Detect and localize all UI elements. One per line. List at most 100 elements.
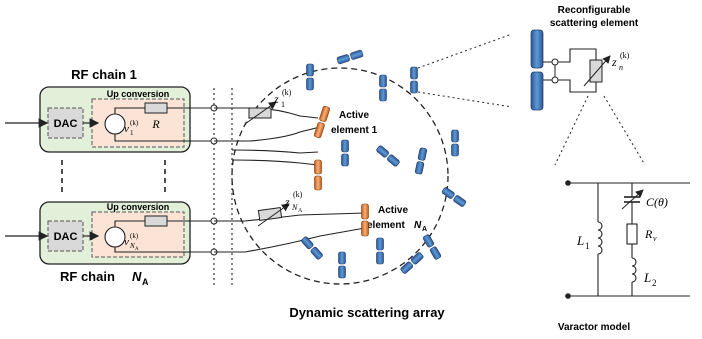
up-conversion-box-na bbox=[91, 211, 185, 258]
scattering-element bbox=[376, 145, 400, 167]
svg-text:N: N bbox=[132, 269, 142, 284]
varactor-model: L 1 C(θ) R v L 2 Varactor model bbox=[558, 180, 690, 333]
svg-text:(k): (k) bbox=[620, 51, 630, 60]
feed-line-na-bottom bbox=[214, 227, 366, 253]
zoom-line-varactor-left bbox=[554, 95, 589, 166]
dipole-arm-bottom bbox=[530, 71, 544, 111]
svg-text:L: L bbox=[576, 233, 584, 248]
impedance-zna bbox=[257, 206, 283, 222]
zoom-line-varactor-right bbox=[603, 95, 646, 166]
svg-text:z: z bbox=[611, 55, 617, 69]
active-element-1-label: Active element 1 bbox=[331, 110, 378, 136]
svg-text:element 1: element 1 bbox=[331, 125, 378, 136]
active-element-na bbox=[361, 203, 369, 237]
svg-text:RF chain: RF chain bbox=[60, 269, 115, 284]
terminal-top bbox=[565, 180, 571, 186]
resistor-r-label-1: R bbox=[151, 117, 160, 131]
svg-text:1: 1 bbox=[585, 241, 590, 251]
svg-text:(k): (k) bbox=[293, 190, 303, 199]
scattering-element bbox=[422, 234, 442, 260]
scattering-element bbox=[376, 237, 384, 265]
svg-text:A: A bbox=[422, 226, 427, 233]
svg-text:(k): (k) bbox=[282, 88, 292, 97]
svg-text:(k): (k) bbox=[130, 232, 139, 240]
scattering-element bbox=[301, 236, 323, 260]
scattering-element bbox=[341, 139, 349, 167]
resistor-rv-label: R v bbox=[644, 227, 657, 243]
svg-text:1: 1 bbox=[130, 129, 134, 137]
svg-text:2: 2 bbox=[652, 278, 657, 288]
svg-text:v: v bbox=[124, 236, 129, 248]
feed-line-1-bottom bbox=[214, 126, 321, 142]
zoom-line-bottom bbox=[417, 91, 513, 108]
svg-text:A: A bbox=[142, 277, 149, 287]
active-element-na-label: Active element N A bbox=[367, 205, 427, 233]
svg-text:A: A bbox=[298, 208, 303, 214]
active-element-1 bbox=[313, 105, 331, 139]
dac-label-na: DAC bbox=[54, 231, 78, 243]
svg-text:N: N bbox=[414, 220, 422, 231]
svg-text:n: n bbox=[619, 63, 623, 72]
inductor-l1 bbox=[597, 221, 603, 255]
scattering-element bbox=[338, 251, 346, 279]
resistor-1 bbox=[144, 102, 168, 114]
svg-text:v: v bbox=[653, 234, 657, 243]
feed-line-na-top bbox=[214, 212, 366, 222]
scattering-element bbox=[336, 49, 364, 65]
scattering-element bbox=[441, 187, 467, 207]
scattering-element bbox=[306, 63, 314, 91]
dac-block-1 bbox=[47, 107, 84, 139]
svg-text:L: L bbox=[643, 270, 651, 285]
voltage-source-1 bbox=[104, 113, 126, 135]
source-v1-label: v 1 (k) bbox=[124, 119, 139, 137]
tunable-impedance-zn bbox=[589, 59, 603, 83]
svg-text:Active: Active bbox=[339, 110, 369, 121]
resistor-na bbox=[144, 215, 168, 227]
dynamic-scattering-array-boundary bbox=[231, 67, 449, 285]
up-conversion-label-na: Up conversion bbox=[107, 202, 170, 212]
svg-text:Active: Active bbox=[378, 205, 408, 216]
rf-chain-1: RF chain 1 Up conversion DAC R v 1 (k) bbox=[5, 67, 214, 153]
feed-line-mid-top bbox=[231, 149, 319, 154]
impedance-zn-label: z n (k) bbox=[611, 51, 630, 72]
rf-chain-na: Up conversion DAC v N A (k) RF chain N A bbox=[5, 201, 214, 287]
reconfigurable-label-line2: scattering element bbox=[550, 18, 639, 29]
scattering-element bbox=[414, 147, 428, 175]
svg-text:(k): (k) bbox=[130, 119, 139, 127]
dac-label-1: DAC bbox=[54, 118, 78, 130]
scattering-element bbox=[379, 74, 387, 102]
reconfigurable-label-line1: Reconfigurable bbox=[558, 5, 631, 16]
source-vna-label: v N A (k) bbox=[124, 232, 139, 252]
varactor-model-label: Varactor model bbox=[558, 322, 630, 333]
rf-chain-na-label: RF chain N A bbox=[60, 269, 149, 287]
svg-text:1: 1 bbox=[281, 100, 285, 109]
dipole-arm-top bbox=[530, 29, 544, 69]
svg-text:N: N bbox=[129, 242, 135, 250]
capacitor-c-theta-label: C(θ) bbox=[646, 195, 668, 209]
svg-text:z: z bbox=[284, 195, 290, 209]
svg-text:v: v bbox=[124, 123, 129, 135]
voltage-source-na bbox=[104, 226, 126, 248]
inductor-l2 bbox=[631, 257, 637, 283]
active-element-mid bbox=[314, 159, 322, 191]
inductor-l1-label: L 1 bbox=[576, 233, 590, 251]
svg-text:element: element bbox=[367, 220, 405, 231]
scattering-element bbox=[410, 66, 418, 94]
scattering-element bbox=[451, 129, 459, 157]
terminal-bottom bbox=[565, 293, 571, 299]
zoom-line-top bbox=[417, 33, 513, 69]
inductor-l2-label: L 2 bbox=[643, 270, 657, 288]
up-conversion-label-1: Up conversion bbox=[107, 89, 170, 99]
resistor-rv bbox=[626, 223, 638, 245]
impedance-zna-label: z N A (k) bbox=[284, 190, 303, 214]
svg-text:R: R bbox=[644, 227, 653, 241]
svg-text:z: z bbox=[273, 92, 279, 106]
impedance-z1-label: z 1 (k) bbox=[273, 88, 292, 109]
feed-line-mid-bottom bbox=[231, 159, 319, 166]
dynamic-scattering-array-label: Dynamic scattering array bbox=[289, 305, 445, 320]
svg-text:N: N bbox=[291, 203, 298, 212]
passive-scattering-elements bbox=[301, 49, 467, 279]
svg-text:A: A bbox=[135, 247, 139, 252]
scattering-element bbox=[400, 252, 424, 274]
